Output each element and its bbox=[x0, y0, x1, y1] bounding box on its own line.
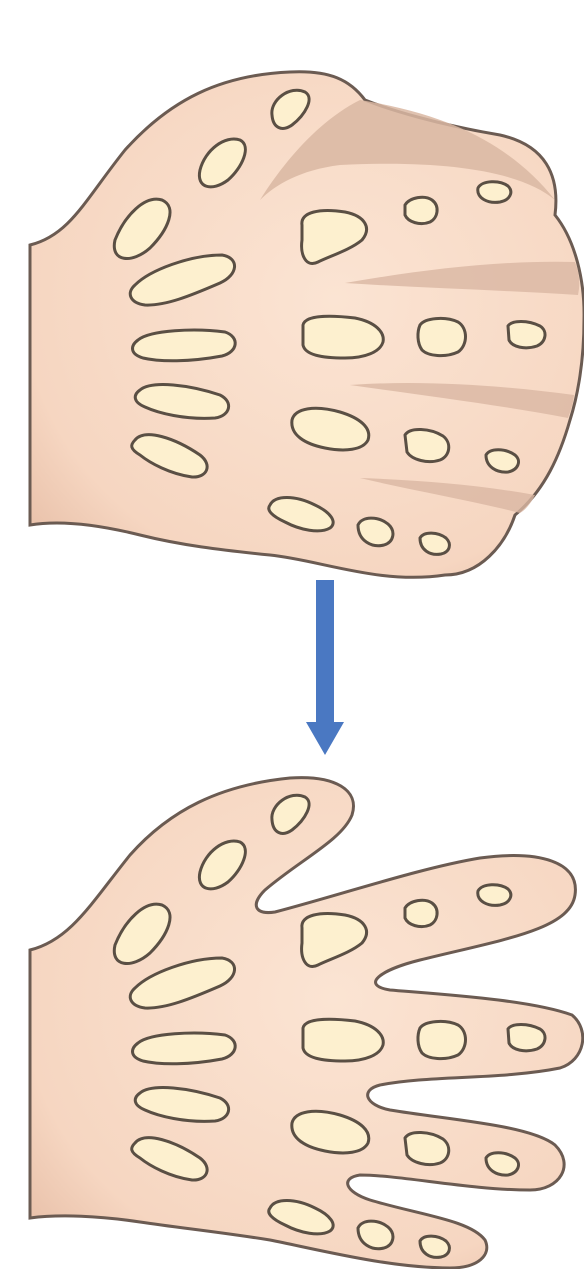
bone bbox=[405, 197, 437, 223]
bone bbox=[418, 1021, 466, 1058]
bone bbox=[478, 182, 511, 203]
bone bbox=[303, 1019, 383, 1061]
arrow-head bbox=[306, 722, 344, 755]
bone bbox=[405, 900, 437, 926]
separated-hand bbox=[30, 778, 583, 1268]
webbed-hand bbox=[30, 72, 584, 578]
bone bbox=[478, 885, 511, 906]
arrow-shaft bbox=[316, 580, 334, 725]
bone bbox=[420, 1236, 449, 1257]
bone bbox=[133, 1033, 236, 1064]
bone bbox=[405, 429, 449, 461]
bone bbox=[420, 533, 449, 554]
bone bbox=[418, 318, 466, 355]
bone bbox=[133, 330, 236, 361]
bone bbox=[405, 1132, 449, 1164]
bone bbox=[508, 1025, 545, 1051]
bone bbox=[303, 316, 383, 358]
down-arrow bbox=[306, 580, 344, 755]
bone bbox=[508, 322, 545, 348]
